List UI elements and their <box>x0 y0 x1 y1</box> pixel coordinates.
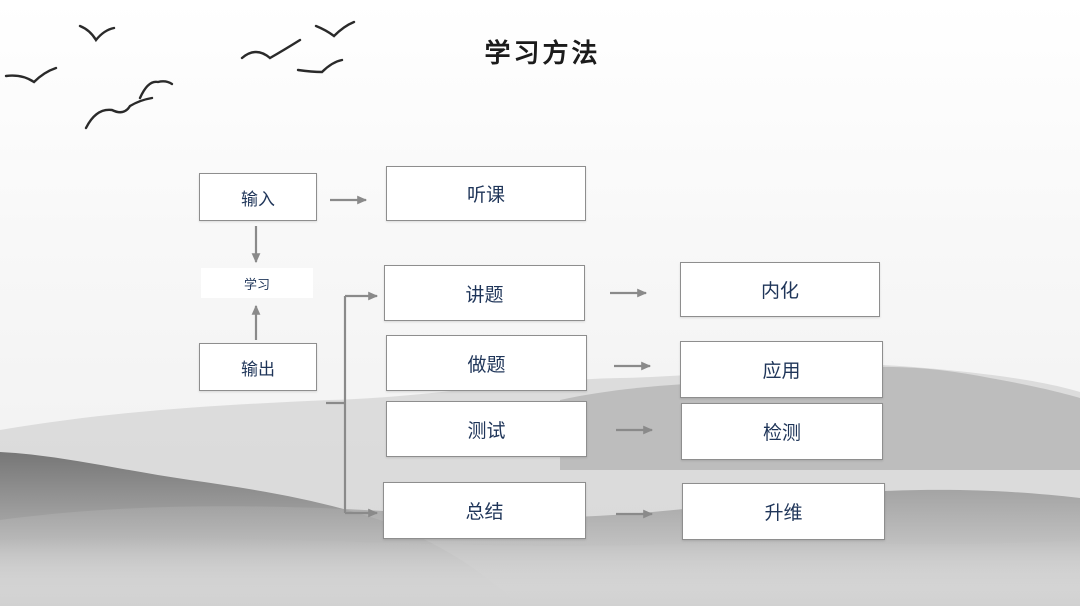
node-output: 输出 <box>199 343 317 391</box>
node-listen: 听课 <box>386 166 586 221</box>
node-input: 输入 <box>199 173 317 221</box>
bird-icon <box>84 96 154 130</box>
node-explain: 讲题 <box>384 265 585 321</box>
node-summary: 总结 <box>383 482 586 539</box>
node-practice: 做题 <box>386 335 587 391</box>
bird-icon <box>296 58 344 74</box>
node-test: 测试 <box>386 401 587 457</box>
node-check: 检测 <box>681 403 883 460</box>
node-internalize: 内化 <box>680 262 880 317</box>
node-upgrade: 升维 <box>682 483 885 540</box>
page-title: 学习方法 <box>484 39 601 69</box>
bird-icon <box>4 66 58 84</box>
bird-icon <box>78 24 116 43</box>
bird-icon <box>138 80 174 100</box>
bird-icon <box>314 20 356 38</box>
node-apply: 应用 <box>680 341 883 398</box>
bird-icon <box>240 38 302 60</box>
near-mist <box>0 537 1080 606</box>
node-study: 学习 <box>201 268 313 298</box>
